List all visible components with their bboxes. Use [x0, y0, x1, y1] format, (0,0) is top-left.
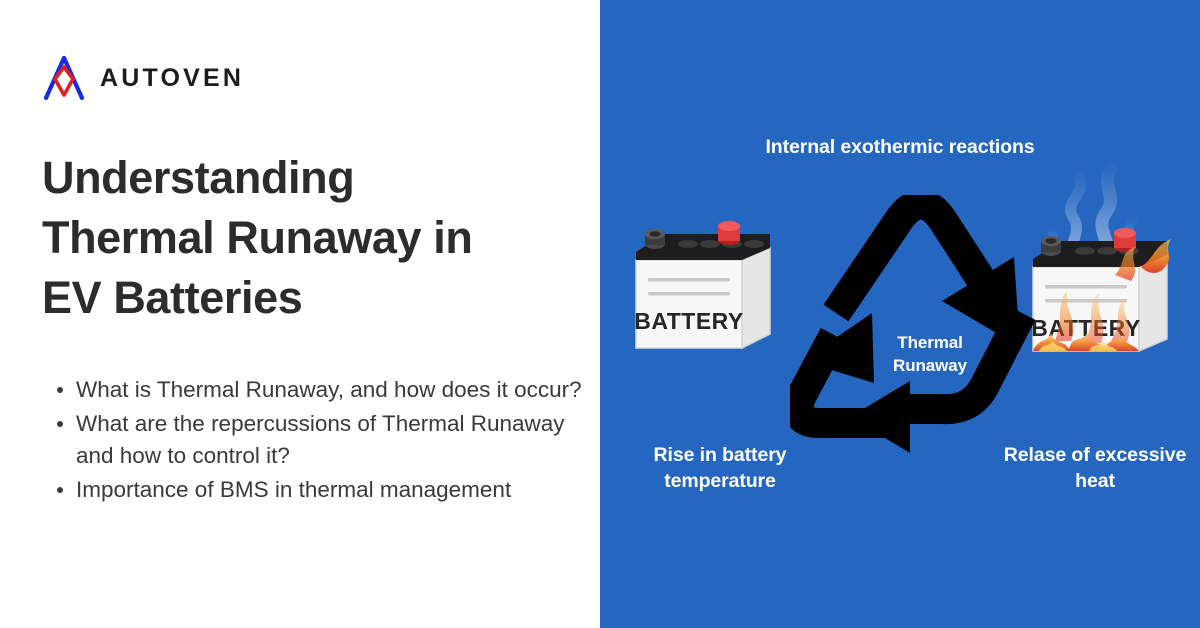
diagram-panel: BATTERY — [600, 0, 1200, 628]
brand-logo-lockup: AUTOVEN — [42, 55, 244, 101]
svg-text:BATTERY: BATTERY — [634, 308, 744, 334]
thermal-runaway-cycle-arrows — [790, 195, 1036, 453]
autoven-chevron-logo-icon — [43, 55, 85, 101]
page-title: Understanding Thermal Runaway in EV Batt… — [42, 148, 582, 328]
topic-bullet-list: What is Thermal Runaway, and how does it… — [44, 374, 584, 508]
battery-normal-icon: BATTERY — [634, 221, 771, 350]
cycle-center-label: Thermal Runaway — [893, 333, 967, 375]
list-item: Importance of BMS in thermal management — [44, 474, 584, 507]
stage-label-internal-exothermic-reactions: Internal exothermic reactions — [765, 136, 1035, 158]
stage-label-rise-in-battery-temperature: Rise in battery temperature — [653, 444, 787, 493]
headline-line-2: Thermal Runaway in — [42, 211, 473, 263]
battery-burning-icon: BATTERY — [1031, 162, 1171, 353]
list-item: What is Thermal Runaway, and how does it… — [44, 374, 584, 407]
headline-line-3: EV Batteries — [42, 271, 303, 323]
left-content-panel: AUTOVEN Understanding Thermal Runaway in… — [42, 55, 584, 508]
stage-label-release-of-excessive-heat: Relase of excessive heat — [1003, 444, 1187, 493]
brand-name: AUTOVEN — [100, 63, 245, 92]
cycle-arrow-left — [790, 313, 894, 438]
list-item: What are the repercussions of Thermal Ru… — [44, 408, 584, 473]
flame-overlay — [1033, 239, 1171, 351]
headline-line-1: Understanding — [42, 152, 355, 203]
